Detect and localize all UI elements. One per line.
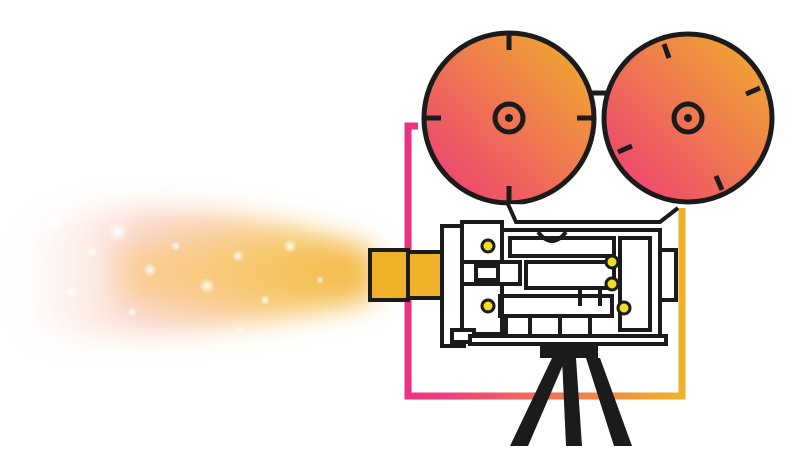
- film-reel-icon: [601, 31, 775, 205]
- light-beam-icon: [20, 208, 372, 336]
- beam-sparkles: [35, 215, 324, 334]
- tripod-icon: [510, 342, 632, 446]
- frame-outline: [404, 122, 686, 400]
- film-reel-icon: [421, 30, 597, 206]
- camera-body-icon: [440, 203, 680, 348]
- bolt-icons: [480, 238, 632, 316]
